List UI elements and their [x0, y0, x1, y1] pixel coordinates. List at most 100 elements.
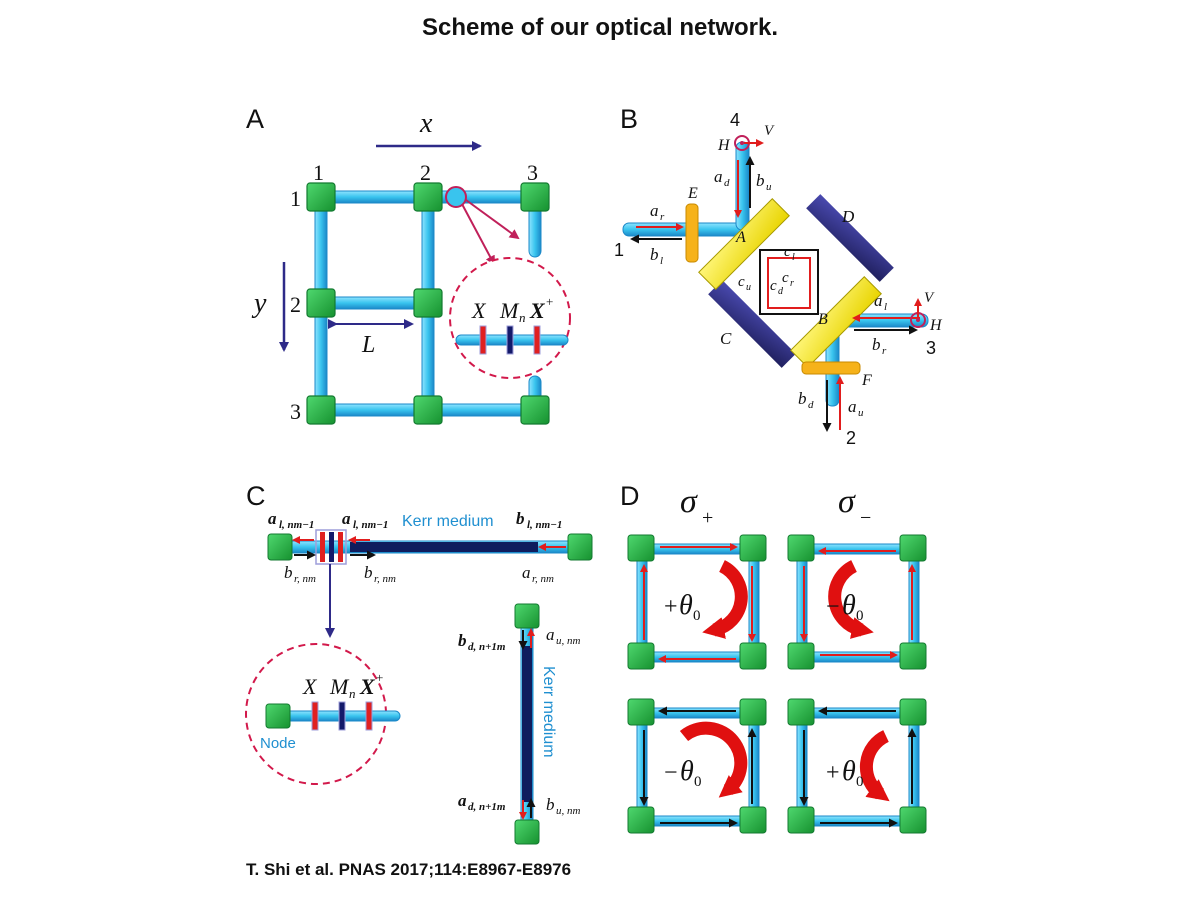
mirror-label-a: A: [735, 229, 746, 246]
b-wg-port1: [622, 222, 744, 237]
mode-c-l-sub: l: [792, 252, 795, 263]
waveguide-v-c1r1: [314, 196, 328, 304]
highlight-junction: [445, 186, 467, 208]
y-axis-label: y: [251, 288, 267, 319]
inset-c-node-label: Node: [260, 735, 296, 752]
sigma-minus-label: σ: [838, 483, 856, 520]
phase-4-theta: θ: [842, 756, 856, 787]
panel-d-label: D: [620, 481, 640, 511]
port-label-4: 4: [730, 110, 740, 130]
row-label-1: 1: [290, 186, 301, 211]
phase-3-sub: 0: [694, 774, 702, 790]
zoom-arrow-2: [465, 199, 520, 240]
c-label-bot-left-base: b: [284, 563, 293, 582]
mode-c-l-base: c: [784, 244, 791, 260]
c-kerr-v: [522, 646, 532, 802]
inset-a-mirror-xplus: [533, 325, 541, 355]
inset-c-medium-m: [338, 701, 346, 731]
c-label-top-left-sub: l, nm−1: [279, 519, 314, 531]
panel-a-label: A: [246, 104, 264, 134]
c-label-bot-mid-sub: r, nm: [374, 573, 396, 585]
sigma-plus-sub: +: [702, 507, 713, 529]
inset-c-xplus-label: X: [359, 674, 376, 699]
filter-label-e: E: [687, 185, 698, 202]
mode-c-u-base: c: [738, 274, 745, 290]
c-label-bot-mid-base: b: [364, 563, 373, 582]
waveguide-v-c2r2: [421, 302, 435, 410]
mirror-label-c: C: [720, 329, 732, 348]
plaquette-top-right: [787, 534, 927, 670]
inset-c-node: [265, 703, 291, 729]
mode-a-r-base: a: [650, 201, 659, 220]
col-label-2: 2: [420, 160, 431, 185]
phase-3-sign: −: [664, 760, 678, 786]
sigma-plus-label: σ: [680, 483, 698, 520]
row-label-3: 3: [290, 399, 301, 424]
port-label-3: 3: [926, 338, 936, 358]
phase-1-theta: θ: [679, 590, 693, 621]
c-label-v-bot-right-sub: u, nm: [556, 805, 581, 817]
waveguide-v-c1r2: [314, 302, 328, 410]
rotation-arrow-ccw: [828, 560, 874, 639]
phase-1-sign: +: [664, 594, 678, 620]
pol-dot-port4: [740, 141, 744, 145]
c-label-top-mid-base: a: [342, 509, 351, 528]
node-r2c1: [306, 288, 336, 318]
mode-a-u-base: a: [848, 397, 857, 416]
mirror-label-d: D: [841, 207, 855, 226]
pol-v-label-port3: V: [924, 290, 935, 306]
c-label-top-left-base: a: [268, 509, 277, 528]
mirror-a: [698, 198, 790, 290]
mode-a-d-base: a: [714, 167, 723, 186]
inset-c-m-label: M: [329, 674, 350, 699]
c-label-top-mid-sub: l, nm−1: [353, 519, 388, 531]
row-label-2: 2: [290, 292, 301, 317]
phase-4-sub: 0: [856, 774, 864, 790]
panel-c-label: C: [246, 481, 266, 511]
inset-a-x-label: X: [471, 298, 487, 323]
panel-a: A x y: [246, 104, 571, 425]
c-label-v-top-left-sub: d, n+1m: [468, 641, 506, 653]
mode-b-l-base: b: [650, 245, 659, 264]
c-label-v-top-right-sub: u, nm: [556, 635, 581, 647]
x-axis-label: x: [419, 108, 433, 139]
mirror-c: [708, 280, 796, 368]
mode-a-d-sub: d: [724, 177, 730, 189]
phase-1-sub: 0: [693, 608, 701, 624]
filter-f: [801, 361, 861, 375]
mode-a-r-sub: r: [660, 211, 665, 223]
c-label-v-top-left-base: b: [458, 631, 467, 650]
c-label-v-top-right-base: a: [546, 625, 555, 644]
node-r2c2: [413, 288, 443, 318]
rotation-arrow-cw-2: [679, 721, 748, 798]
c-label-v-bot-right-base: b: [546, 795, 555, 814]
inset-c-mirror-xplus: [365, 701, 373, 731]
node-r3c1: [306, 395, 336, 425]
panel-d: D σ + σ − + θ 0: [620, 481, 927, 834]
pol-h-label-port3: H: [929, 317, 943, 334]
port-label-1: 1: [614, 240, 624, 260]
pol-h-label-port4: H: [717, 137, 731, 154]
mirror-d: [806, 194, 894, 282]
mode-c-r-sub: r: [790, 278, 794, 289]
mode-b-r-sub: r: [882, 345, 887, 357]
node-r1c1: [306, 182, 336, 212]
inset-c-x-label: X: [302, 674, 318, 699]
zoom-arrow-1: [461, 203, 495, 266]
panel-c: C a l, nm−1 a l, nm−1 Kerr medium b l, n…: [245, 481, 593, 845]
citation: T. Shi et al. PNAS 2017;114:E8967-E8976: [246, 860, 572, 879]
c-node-right: [567, 533, 593, 561]
mode-b-r-base: b: [872, 335, 881, 354]
mode-c-d-sub: d: [778, 286, 784, 297]
rotation-arrow-ccw-2: [859, 730, 890, 802]
waveguide-h-r3c2: [427, 403, 535, 417]
mode-b-d-sub: d: [808, 399, 814, 411]
c-label-bot-left-sub: r, nm: [294, 573, 316, 585]
c-mirror-x: [320, 532, 325, 562]
mode-c-d-base: c: [770, 278, 777, 294]
inset-c-m-sub: n: [349, 686, 356, 701]
mode-c-u-sub: u: [746, 282, 751, 293]
c-label-bot-right-sub: r, nm: [532, 573, 554, 585]
col-label-3: 3: [527, 160, 538, 185]
